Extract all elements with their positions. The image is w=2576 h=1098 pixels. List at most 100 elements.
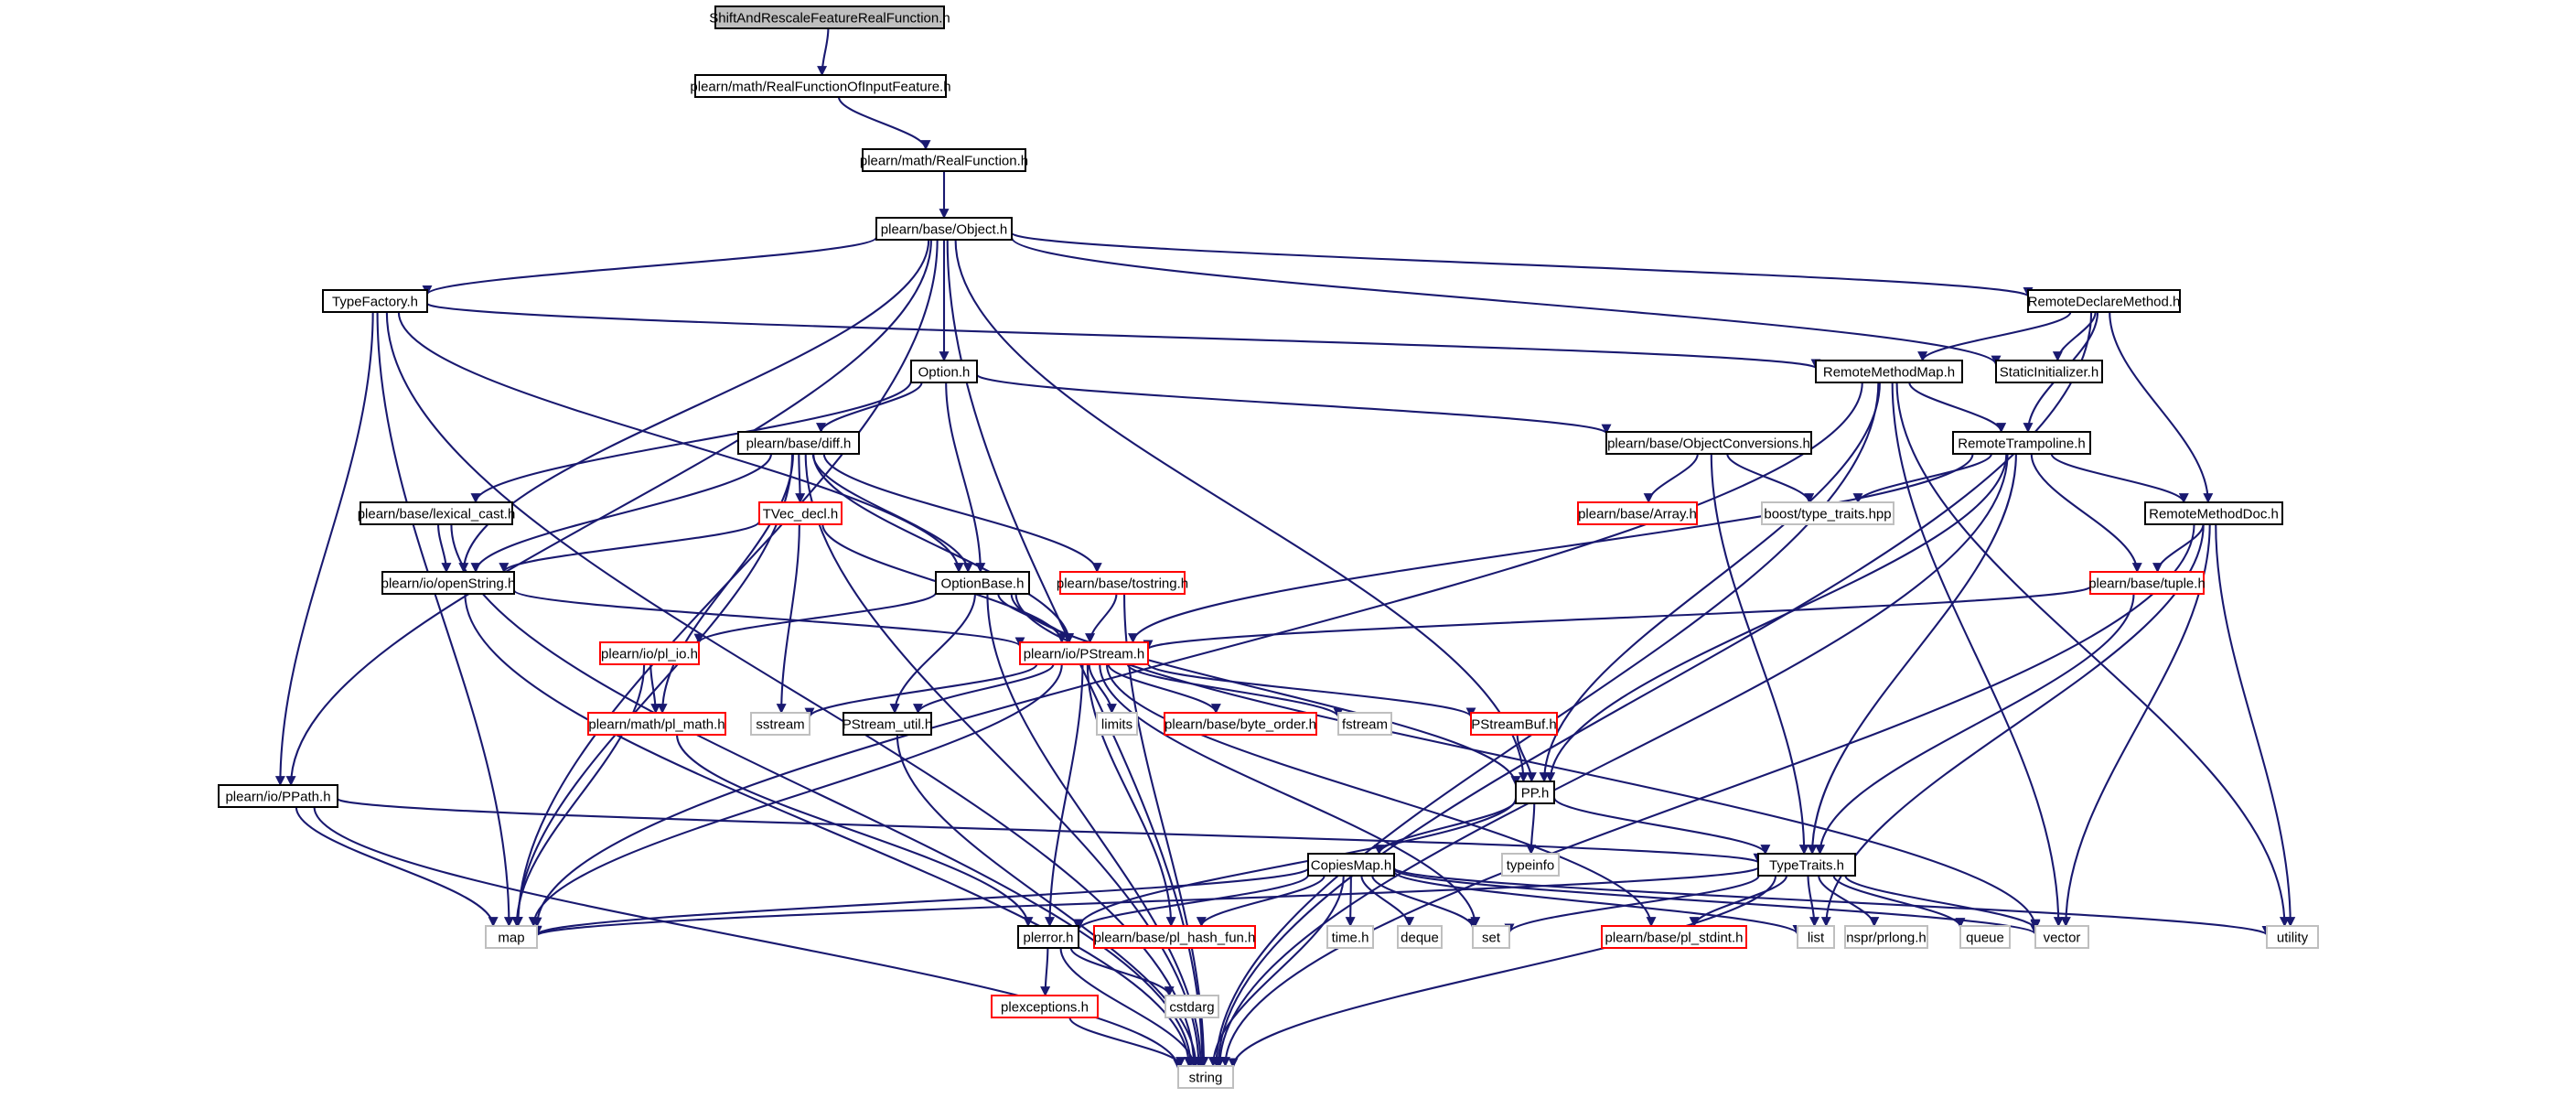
node-label: vector — [2044, 931, 2081, 946]
edge-copiesmap-to-deque — [1360, 875, 1415, 928]
node-tuple[interactable]: plearn/base/tuple.h — [2088, 571, 2206, 595]
node-box — [1757, 853, 1856, 877]
node-ppath[interactable]: plearn/io/PPath.h — [218, 784, 338, 808]
node-box — [991, 995, 1099, 1018]
node-label: PP.h — [1521, 786, 1550, 802]
node-lexical[interactable]: plearn/base/lexical_cast.h — [358, 501, 516, 525]
edge-root-to-rfoif — [817, 27, 830, 77]
edge-pstream-to-pstreambuf — [1146, 662, 1476, 718]
edge-rmm-to-utility — [1895, 382, 2290, 928]
edge-tvec-to-sstream — [776, 523, 800, 715]
node-plexceptions[interactable]: plexceptions.h — [991, 995, 1099, 1018]
node-box — [1761, 501, 1894, 525]
node-root[interactable]: ShiftAndRescaleFeatureRealFunction.h — [709, 5, 950, 29]
edge-rdm-to-staticinit — [2052, 311, 2097, 362]
node-plio[interactable]: plearn/io/pl_io.h — [599, 641, 700, 665]
node-label: RemoteTrampoline.h — [1958, 436, 2086, 452]
node-openstring[interactable]: plearn/io/openString.h — [381, 571, 516, 595]
node-nsprlong: nspr/prlong.h — [1844, 925, 1928, 949]
edge-pp-to-typetraits — [1552, 797, 1771, 856]
edge-typetraits-to-string — [1228, 875, 1777, 1069]
node-label: plearn/io/openString.h — [381, 576, 516, 592]
node-pstreamutil[interactable]: PStream_util.h — [843, 712, 932, 736]
edge-object-to-pp — [954, 239, 1529, 783]
node-optionbase[interactable]: OptionBase.h — [935, 571, 1030, 595]
edges — [274, 27, 2296, 1071]
node-label: TVec_decl.h — [763, 507, 839, 522]
edge-rmm-to-rtramp — [1908, 382, 2007, 434]
edge-pp-to-plerror — [1073, 798, 1518, 930]
node-rtramp[interactable]: RemoteTrampoline.h — [1952, 431, 2091, 455]
node-plmath[interactable]: plearn/math/pl_math.h — [587, 712, 726, 736]
node-box — [1019, 641, 1149, 665]
node-tostring[interactable]: plearn/base/tostring.h — [1057, 571, 1188, 595]
edge-copiesmap-to-plerror — [1073, 874, 1310, 931]
edge-object-to-openstring — [458, 239, 930, 574]
node-box — [2144, 501, 2283, 525]
node-label: utility — [2277, 931, 2309, 946]
node-box — [1844, 925, 1928, 949]
edge-pstreambuf-to-pp — [1516, 734, 1537, 783]
node-option[interactable]: Option.h — [910, 360, 978, 383]
node-rdm[interactable]: RemoteDeclareMethod.h — [2027, 289, 2181, 313]
edge-rmm-to-vector — [1891, 382, 2064, 928]
node-box — [843, 712, 932, 736]
node-box — [714, 5, 945, 29]
edge-option-to-diff — [816, 382, 923, 434]
edge-tvec-to-openstring — [499, 520, 761, 574]
node-pp[interactable]: PP.h — [1515, 780, 1555, 804]
node-label: CopiesMap.h — [1311, 858, 1391, 874]
node-box — [1501, 853, 1560, 877]
node-limits: limits — [1096, 712, 1138, 736]
node-diff[interactable]: plearn/base/diff.h — [737, 431, 860, 455]
edge-rmm-to-map — [531, 382, 1863, 928]
node-plstdint[interactable]: plearn/base/pl_stdint.h — [1601, 925, 1747, 949]
node-plerror[interactable]: plerror.h — [1017, 925, 1079, 949]
node-label: map — [498, 931, 524, 946]
node-rfoif[interactable]: plearn/math/RealFunctionOfInputFeature.h — [690, 74, 951, 98]
node-array[interactable]: plearn/base/Array.h — [1577, 501, 1698, 525]
node-label: nspr/prlong.h — [1846, 931, 1927, 946]
node-typetraits[interactable]: TypeTraits.h — [1757, 853, 1856, 877]
node-box — [1096, 712, 1138, 736]
edge-ppath-to-string — [313, 806, 1184, 1071]
node-byteorder[interactable]: plearn/base/byte_order.h — [1164, 712, 1317, 736]
edge-rdm-to-rmdoc — [2109, 311, 2214, 504]
node-rf[interactable]: plearn/math/RealFunction.h — [860, 148, 1028, 172]
node-plhash[interactable]: plearn/base/pl_hash_fun.h — [1093, 925, 1256, 949]
edge-rmm-to-pp — [1539, 382, 1881, 783]
node-copiesmap[interactable]: CopiesMap.h — [1307, 853, 1395, 877]
node-box — [218, 784, 338, 808]
node-label: cstdarg — [1169, 1000, 1214, 1016]
node-typefactory[interactable]: TypeFactory.h — [322, 289, 428, 313]
node-box — [935, 571, 1030, 595]
edge-rtramp-to-pp — [1545, 453, 2008, 783]
node-label: plearn/io/PStream.h — [1024, 647, 1145, 662]
edge-rtramp-to-pstream — [1128, 453, 1974, 644]
edge-object-to-staticinit — [1010, 237, 2002, 366]
edge-typetraits-to-vector — [1844, 875, 2041, 931]
node-box — [750, 712, 810, 736]
edge-diff-to-tvec — [795, 453, 806, 504]
edge-option-to-lexical — [470, 380, 913, 504]
edge-pstream-to-plerror — [1045, 663, 1084, 928]
edge-typefactory-to-optionbase — [397, 311, 964, 574]
node-label: TypeTraits.h — [1769, 858, 1844, 874]
edge-object-to-ppath — [285, 239, 932, 787]
node-staticinit[interactable]: StaticInitializer.h — [1995, 360, 2103, 383]
node-box — [360, 501, 513, 525]
edge-pstream-to-set — [1099, 663, 1481, 928]
node-label: limits — [1101, 717, 1132, 733]
node-objconv[interactable]: plearn/base/ObjectConversions.h — [1605, 431, 1812, 455]
node-rmdoc[interactable]: RemoteMethodDoc.h — [2144, 501, 2283, 525]
node-label: typeinfo — [1507, 858, 1555, 874]
node-rmm[interactable]: RemoteMethodMap.h — [1815, 360, 1963, 383]
node-pstreambuf[interactable]: PStreamBuf.h — [1470, 712, 1558, 736]
edge-lexical-to-string — [450, 523, 1197, 1068]
node-object[interactable]: plearn/base/Object.h — [875, 217, 1013, 241]
edge-copiesmap-to-timeh — [1345, 875, 1356, 928]
node-pstream[interactable]: plearn/io/PStream.h — [1019, 641, 1149, 665]
edge-rtramp-to-string — [1214, 453, 2009, 1068]
edge-copiesmap-to-map — [531, 867, 1310, 936]
node-tvec[interactable]: TVec_decl.h — [758, 501, 843, 525]
